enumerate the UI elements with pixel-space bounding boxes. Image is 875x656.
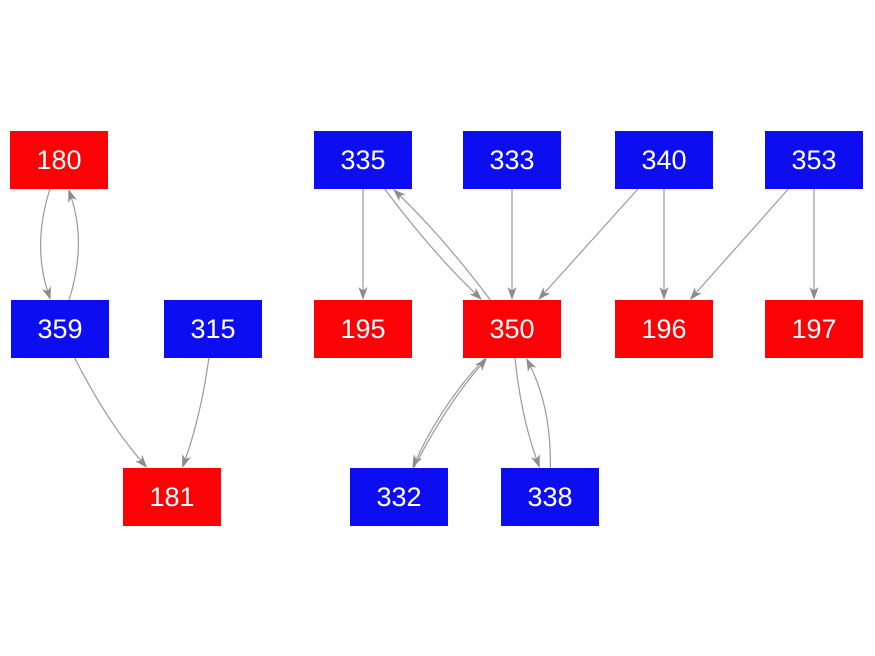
edge-359-181 (74, 357, 148, 468)
edge-315-181 (182, 357, 210, 468)
arrowhead-icon (526, 358, 537, 372)
arrowhead-icon (393, 189, 406, 202)
edge-line (529, 366, 552, 469)
node-label: 196 (641, 313, 687, 344)
edge-line (399, 195, 491, 301)
arrowhead-icon (358, 287, 368, 300)
edge-332-350 (413, 358, 487, 469)
edge-359-180 (68, 189, 80, 301)
node-label: 359 (37, 313, 83, 344)
edge-line (415, 357, 486, 460)
edge-340-350 (538, 188, 639, 300)
arrowhead-icon (68, 189, 77, 203)
node-181: 181 (123, 468, 221, 526)
edge-line (184, 357, 210, 460)
node-350: 350 (463, 300, 561, 358)
edge-line (384, 188, 476, 294)
node-label: 181 (149, 481, 195, 512)
edge-350-332 (412, 357, 486, 468)
edge-line (413, 364, 482, 469)
node-332: 332 (350, 468, 448, 526)
edge-350-335 (393, 189, 491, 301)
arrowhead-icon (135, 455, 148, 468)
arrowhead-icon (507, 287, 517, 300)
node-label: 195 (340, 313, 386, 344)
arrowhead-icon (475, 358, 487, 371)
arrowhead-icon (42, 286, 51, 300)
arrowhead-icon (538, 287, 551, 300)
node-label: 353 (791, 144, 837, 175)
node-353: 353 (765, 131, 863, 189)
arrowhead-icon (809, 287, 819, 300)
node-label: 180 (36, 144, 82, 175)
edge-line (543, 188, 639, 294)
edge-335-195 (358, 188, 368, 300)
arrowhead-icon (182, 454, 191, 468)
node-338: 338 (501, 468, 599, 526)
edge-333-350 (507, 188, 517, 300)
node-197: 197 (765, 300, 863, 358)
arrowhead-icon (659, 287, 669, 300)
edge-line (695, 188, 789, 294)
node-195: 195 (314, 300, 412, 358)
node-340: 340 (615, 131, 713, 189)
edge-338-350 (526, 358, 552, 469)
node-label: 315 (190, 313, 236, 344)
node-label: 333 (489, 144, 535, 175)
edge-line (39, 188, 51, 292)
edge-335-350 (384, 188, 482, 300)
node-label: 340 (641, 144, 687, 175)
node-label: 338 (527, 481, 573, 512)
arrowhead-icon (689, 287, 702, 300)
arrowhead-icon (469, 287, 482, 300)
node-label: 197 (791, 313, 837, 344)
node-359: 359 (11, 300, 109, 358)
edge-340-196 (659, 189, 669, 300)
node-315: 315 (164, 300, 262, 358)
node-335: 335 (314, 131, 412, 189)
node-label: 335 (340, 144, 386, 175)
node-label: 332 (376, 481, 422, 512)
edge-line (514, 357, 538, 460)
edge-353-197 (809, 188, 819, 300)
node-196: 196 (615, 300, 713, 358)
edge-line (68, 197, 80, 301)
node-180: 180 (10, 131, 108, 189)
node-label: 350 (489, 313, 535, 344)
edge-353-196 (689, 188, 789, 300)
edge-350-338 (514, 357, 540, 468)
edge-180-359 (39, 188, 51, 300)
node-333: 333 (463, 131, 561, 189)
arrowhead-icon (531, 454, 540, 468)
edge-line (74, 357, 142, 462)
